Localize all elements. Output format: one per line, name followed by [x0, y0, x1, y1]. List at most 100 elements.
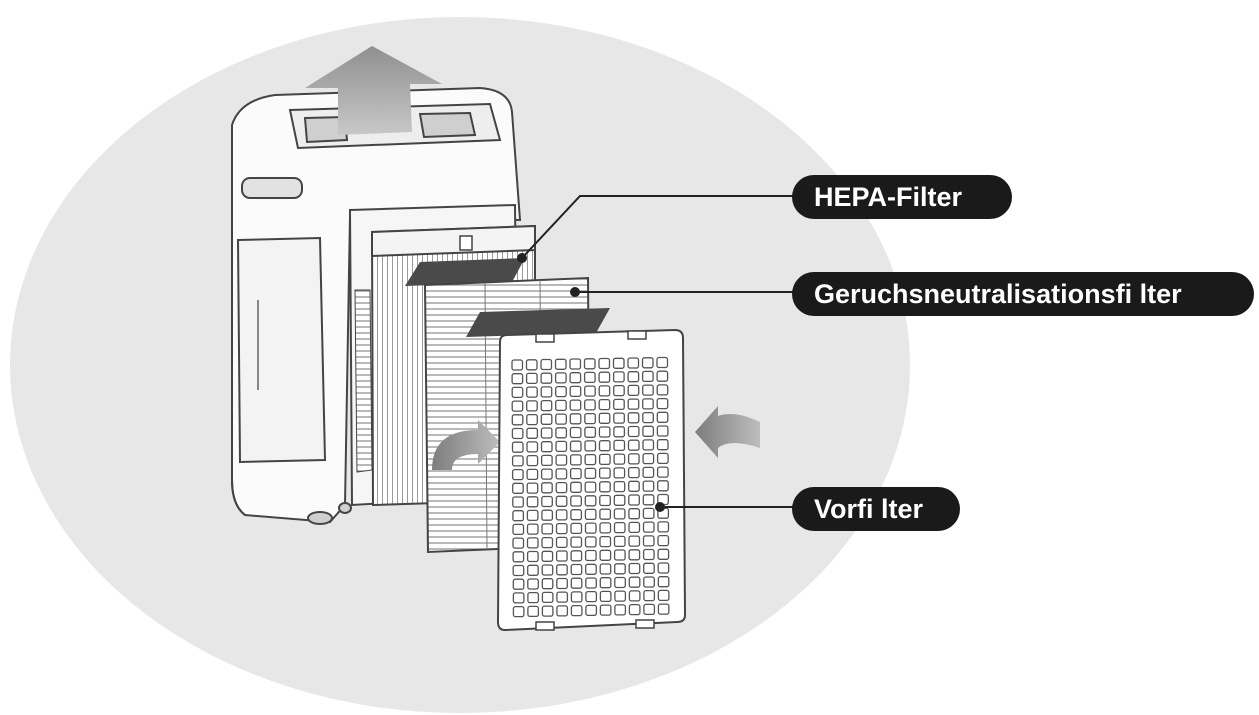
- pre-filter-cell: [613, 508, 626, 520]
- pre-filter-cell: [598, 467, 611, 479]
- pre-filter-cell: [598, 453, 611, 466]
- pre-filter-cell: [555, 385, 567, 398]
- pre-filter-cell: [570, 577, 583, 589]
- pre-filter-cell: [511, 414, 524, 426]
- pre-filter-cell: [599, 604, 612, 616]
- pre-filter-cell: [541, 591, 554, 604]
- pre-filter-cell: [512, 605, 525, 618]
- pre-filter-cell: [598, 385, 611, 397]
- pre-filter-cell: [627, 398, 640, 410]
- pre-filter-cell: [511, 427, 524, 440]
- pre-filter-cell: [511, 359, 524, 371]
- pre-filter-cell: [613, 494, 626, 506]
- airflow-curve-arrow-left: [432, 420, 500, 470]
- airflow-up-arrow: [305, 46, 442, 135]
- pre-filter-cell: [526, 537, 539, 549]
- pre-filter-cell: [584, 412, 596, 425]
- pre-filter-cell: [570, 509, 583, 521]
- pre-filter-cell: [556, 577, 568, 590]
- pre-filter-cell: [613, 480, 626, 493]
- hepa-leader-line: [521, 195, 795, 259]
- pre-filter-cell: [555, 495, 568, 507]
- pre-filter-cell: [613, 412, 625, 424]
- pre-filter-cell: [526, 482, 539, 494]
- pre-filter-cell: [584, 522, 597, 534]
- pre-filter-cell: [512, 578, 525, 590]
- pre-filter-cell: [599, 522, 612, 534]
- pre-filter-cell: [526, 454, 539, 467]
- pre-filter-cell: [641, 357, 654, 369]
- pre-filter-cell: [628, 603, 641, 616]
- pre-filter-cell: [657, 562, 670, 574]
- pre-filter-cell: [555, 413, 567, 425]
- pre-filter-cell: [613, 549, 626, 561]
- pre-filter-cell: [570, 550, 583, 562]
- pre-filter-cell: [584, 549, 597, 562]
- pre-filter-cell: [627, 384, 640, 397]
- pre-filter-cell: [556, 591, 569, 603]
- pre-filter-cell: [555, 468, 568, 480]
- pre-filter-cell: [512, 551, 525, 563]
- pre-filter-cell: [584, 508, 597, 521]
- pre-filter-cell: [540, 441, 553, 453]
- pre-filter-cell: [642, 411, 654, 424]
- pre-filter-cell: [569, 440, 582, 452]
- pre-filter-cell: [569, 385, 582, 398]
- pre-filter-cell: [656, 466, 669, 478]
- pre-filter-cell: [540, 413, 553, 425]
- pre-filter-cell: [570, 591, 583, 603]
- pre-filter-cell: [526, 441, 539, 453]
- pre-filter-cell: [512, 496, 524, 508]
- pre-filter-cell: [657, 521, 670, 533]
- pre-filter-cell: [555, 536, 568, 549]
- pre-filter-cell: [527, 564, 539, 576]
- pre-filter-cell: [526, 496, 539, 508]
- pre-filter-cell: [642, 548, 655, 561]
- pre-filter-cell: [570, 522, 583, 535]
- pre-filter-cell: [657, 589, 670, 602]
- pre-filter-cell: [628, 480, 640, 492]
- pre-filter-cell: [569, 372, 582, 384]
- pre-filter-cell: [540, 358, 553, 371]
- pre-filter-cell: [541, 482, 553, 494]
- pre-filter-cell: [642, 494, 655, 506]
- pre-filter-cell: [599, 590, 612, 603]
- pre-leader-dot: [655, 502, 665, 512]
- pre-filter-cell: [512, 537, 525, 549]
- pre-filter-cell: [570, 495, 582, 507]
- pre-filter-cell: [541, 536, 554, 549]
- pre-filter-cell: [612, 357, 625, 369]
- pre-filter-cell: [642, 398, 654, 410]
- pre-filter-cell: [613, 398, 625, 411]
- pre-filter-cell: [657, 534, 670, 547]
- pre-filter-cell: [614, 563, 626, 575]
- pre-filter-cell: [584, 467, 597, 480]
- pre-filter-cell: [628, 521, 641, 534]
- odor-filter-label: Geruchsneutralisationsfi lter: [792, 272, 1254, 316]
- pre-filter-cell: [540, 372, 553, 384]
- pre-filter-cell: [512, 510, 525, 522]
- pre-filter-cell: [541, 564, 554, 576]
- pre-filter-cell: [643, 589, 656, 602]
- pre-filter-cell: [643, 603, 656, 616]
- pre-filter-cell: [627, 453, 640, 465]
- pre-filter-cell: [541, 523, 554, 535]
- pre-filter-cell: [628, 508, 641, 520]
- pre-filter-cell: [613, 426, 626, 438]
- pre-filter-cell: [556, 605, 569, 617]
- pre-filter-cell: [527, 591, 540, 604]
- pre-filter-cell: [628, 590, 641, 602]
- pre-filter-cell: [526, 550, 539, 563]
- pre-filter-cell: [614, 576, 626, 589]
- pre-filter-cell: [585, 604, 598, 617]
- pre-filter-cell: [540, 427, 553, 439]
- pre-filter-cell: [569, 413, 582, 425]
- pre-filter-cell: [526, 509, 539, 522]
- pre-filter-cell: [527, 605, 540, 618]
- pre-filter-cell: [642, 466, 655, 479]
- pre-filter-cell: [642, 425, 655, 437]
- pre-filter-cell: [656, 356, 669, 369]
- pre-filter-cell: [642, 480, 655, 492]
- pre-filter-cell: [642, 384, 654, 396]
- pre-filter-cell: [526, 427, 539, 439]
